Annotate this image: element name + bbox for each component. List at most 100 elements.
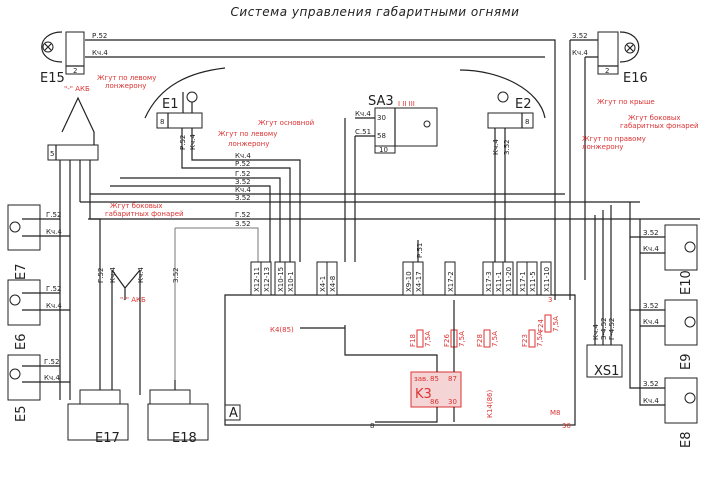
label-E18: E18: [172, 431, 197, 446]
fuse-id: F23: [521, 334, 529, 347]
fuse-id: F26: [443, 334, 451, 347]
svg-text:Кч.4: Кч.4: [643, 397, 659, 405]
svg-text:Кч.4: Кч.4: [189, 134, 197, 150]
svg-text:Г-4.52: Г-4.52: [608, 318, 616, 340]
fuse-rating: 7,5А: [424, 331, 432, 347]
connector-label: Х10-15: [277, 267, 285, 292]
fuse-id: F18: [409, 334, 417, 347]
svg-text:"-" АКБ: "-" АКБ: [64, 85, 90, 93]
svg-text:30: 30: [562, 422, 571, 430]
svg-text:З.52: З.52: [172, 267, 180, 283]
harness-labels: Жгут по левому лонжерону "-" АКБ Жгут по…: [64, 74, 699, 304]
connector-label: Х4-17: [415, 271, 423, 292]
svg-text:K3: K3: [415, 387, 432, 402]
lamp-E18: Кч.4 З.52 E18: [137, 267, 209, 446]
svg-text:З.52: З.52: [503, 139, 511, 155]
fuse-rating: 7,5А: [552, 316, 560, 332]
light-icon: [423, 120, 431, 128]
svg-text:10: 10: [379, 146, 388, 154]
svg-text:лонжерону: лонжерону: [105, 82, 146, 90]
svg-text:2: 2: [605, 67, 609, 75]
svg-text:Кч.4: Кч.4: [109, 267, 117, 283]
label-E1: E1: [162, 97, 179, 112]
connector-pin: [444, 261, 456, 296]
diagram-title: Система управления габаритными огнями: [231, 5, 520, 19]
svg-text:Жгут основной: Жгут основной: [258, 119, 314, 127]
bus-wires: Кч.4 Р.52 Г.52 З.52 Кч.4 З.52 Г.52 З.52 …: [80, 152, 700, 380]
fuse-rating: 7,5А: [458, 331, 466, 347]
svg-text:зав.: зав.: [414, 375, 428, 383]
connector-label: Х4-1: [319, 276, 327, 292]
lamp-E8: З.52 Кч.4 E8: [629, 202, 698, 449]
svg-text:Кч.4: Кч.4: [492, 139, 500, 155]
svg-text:3: 3: [548, 296, 552, 304]
svg-text:2: 2: [73, 67, 77, 75]
relay-K3: зав. K3 85 87 86 30 К4(85) К14(86): [270, 300, 494, 423]
lamp-E15: 2 E15: [40, 31, 85, 86]
svg-text:Кч.4: Кч.4: [643, 318, 659, 326]
svg-text:Жгут боковых: Жгут боковых: [628, 114, 681, 122]
label-E8: E8: [679, 432, 694, 449]
fuse: [416, 329, 424, 348]
label-E9: E9: [679, 354, 694, 371]
svg-text:Г.52: Г.52: [97, 268, 105, 283]
connector-label: Х12-13: [263, 267, 271, 292]
connector-label: Х12-11: [253, 267, 261, 292]
connector-block-5: 5: [47, 96, 99, 400]
svg-text:Жгут по правому: Жгут по правому: [582, 135, 646, 143]
svg-text:8: 8: [525, 118, 529, 126]
svg-text:8: 8: [160, 118, 164, 126]
connector-pin: [260, 261, 272, 296]
fuse: [483, 329, 491, 348]
lamp-E5: Г.52 Кч.4 E5: [7, 354, 70, 423]
svg-text:габаритных фонарей: габаритных фонарей: [620, 122, 699, 130]
label-E15: E15: [40, 71, 65, 86]
lamp-icon: [9, 368, 21, 380]
label-E5: E5: [14, 406, 29, 423]
svg-text:З.52: З.52: [235, 178, 251, 186]
connector-pin: [526, 261, 538, 296]
svg-text:Г.52: Г.52: [235, 211, 250, 219]
svg-text:Жгут боковых: Жгут боковых: [110, 202, 163, 210]
lamp-icon: [684, 316, 696, 328]
svg-text:Жгут по левому: Жгут по левому: [218, 130, 277, 138]
svg-text:Кч.4: Кч.4: [46, 228, 62, 236]
svg-text:Жгут по крыше: Жгут по крыше: [597, 98, 655, 106]
svg-text:A: A: [229, 406, 238, 421]
label-E7: E7: [14, 264, 29, 281]
connector-label: Х11-20: [505, 267, 513, 292]
svg-text:габаритных фонарей: габаритных фонарей: [105, 210, 184, 218]
svg-text:Кч.4: Кч.4: [46, 302, 62, 310]
connector-pin: [540, 261, 552, 296]
svg-text:58: 58: [377, 132, 386, 140]
svg-text:8: 8: [370, 422, 374, 430]
svg-text:"-" АКБ: "-" АКБ: [120, 296, 146, 304]
wire-label: Кч.4: [572, 49, 588, 57]
lamp-E16: 2 E16: [597, 31, 648, 86]
svg-text:Кч.4: Кч.4: [592, 324, 600, 340]
lamp-E17: Г.52 Кч.4 E17: [67, 267, 141, 446]
svg-text:Кч.4: Кч.4: [643, 245, 659, 253]
wire-label: Кч.4: [92, 49, 108, 57]
connector-label: Х11-1: [495, 271, 503, 292]
connector-label: Х11-10: [543, 267, 551, 292]
label-E16: E16: [623, 71, 648, 86]
lamp-icon: [684, 241, 696, 253]
label-E2: E2: [515, 97, 532, 112]
svg-text:З.52: З.52: [643, 229, 659, 237]
svg-text:XS1: XS1: [594, 364, 619, 379]
lamp-icon: [9, 294, 21, 306]
lamp-E1: 8 E1 Р.52 Кч.4: [144, 67, 230, 169]
lamp-E7: Г.52 Кч.4 E7: [7, 204, 70, 281]
svg-text:Кч.4: Кч.4: [137, 267, 145, 283]
fuse-id: F28: [476, 334, 484, 347]
wire-label: З.52: [572, 32, 588, 40]
svg-text:З.52: З.52: [643, 302, 659, 310]
fuse: [544, 314, 552, 333]
svg-text:Г.52: Г.52: [46, 211, 61, 219]
svg-text:лонжерону: лонжерону: [582, 143, 623, 151]
svg-text:Кч.4: Кч.4: [235, 152, 251, 160]
connector-pin: [326, 261, 338, 296]
connector-label: Х9-10: [405, 271, 413, 292]
